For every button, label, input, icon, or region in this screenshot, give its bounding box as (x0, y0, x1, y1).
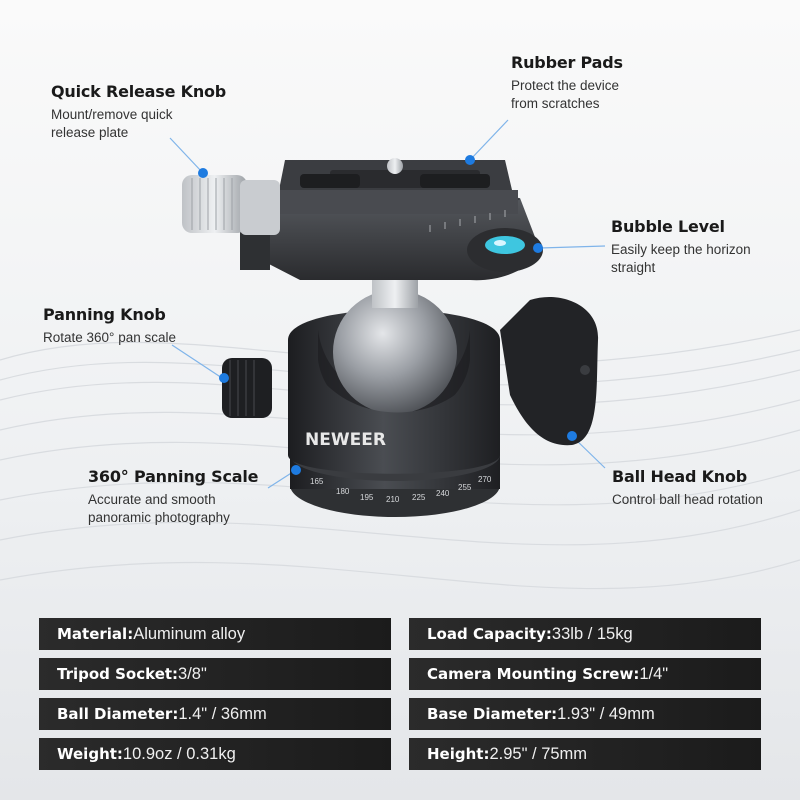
spec-base-diameter: Base Diameter: 1.93" / 49mm (409, 698, 761, 730)
callout-title: 360° Panning Scale (88, 467, 259, 486)
callout-title: Rubber Pads (511, 53, 623, 72)
scale-number: 210 (386, 495, 400, 504)
spec-load-capacity: Load Capacity: 33lb / 15kg (409, 618, 761, 650)
brand-logo: NEWEER (305, 430, 386, 450)
spec-tripod-socket: Tripod Socket: 3/8" (39, 658, 391, 690)
scale-number: 195 (360, 493, 374, 502)
callout-desc: Accurate and smooth panoramic photograph… (88, 492, 230, 525)
callout-desc: Protect the device from scratches (511, 78, 620, 111)
spec-height: Height: 2.95" / 75mm (409, 738, 761, 770)
scale-number: 255 (458, 483, 472, 492)
callout-dot (533, 243, 543, 253)
callout-desc: Easily keep the horizon straight (611, 242, 751, 275)
callout-desc: Mount/remove quick release plate (51, 107, 173, 140)
callout-panning-scale: 360° Panning Scale Accurate and smooth p… (88, 467, 258, 527)
callout-dot (198, 168, 208, 178)
callout-dot (291, 465, 301, 475)
spec-weight: Weight: 10.9oz / 0.31kg (39, 738, 391, 770)
scale-number: 240 (436, 489, 450, 498)
callout-title: Panning Knob (43, 305, 166, 324)
bubble-level-vial (485, 236, 525, 254)
spec-material: Material: Aluminum alloy (39, 618, 391, 650)
callout-title: Ball Head Knob (612, 467, 748, 486)
callout-ball-head-knob: Ball Head Knob Control ball head rotatio… (612, 467, 763, 509)
scale-number: 270 (478, 475, 492, 484)
callout-dot (465, 155, 475, 165)
callout-title: Bubble Level (611, 217, 725, 236)
callout-title: Quick Release Knob (51, 82, 227, 101)
callout-bubble-level: Bubble Level Easily keep the horizon str… (611, 217, 751, 277)
callout-dot (219, 373, 229, 383)
callout-rubber-pads: Rubber Pads Protect the device from scra… (511, 53, 623, 113)
callout-dot (567, 431, 577, 441)
scale-number: 165 (310, 477, 324, 486)
callout-desc: Control ball head rotation (612, 492, 763, 507)
callout-desc: Rotate 360° pan scale (43, 330, 176, 345)
ball-head-illustration: 165 180 195 210 225 240 255 270 NEWEER (169, 119, 606, 517)
callout-panning-knob: Panning Knob Rotate 360° pan scale (43, 305, 176, 347)
spec-ball-diameter: Ball Diameter: 1.4" / 36mm (39, 698, 391, 730)
spec-camera-mounting-screw: Camera Mounting Screw: 1/4" (409, 658, 761, 690)
scale-number: 180 (336, 487, 350, 496)
scale-number: 225 (412, 493, 426, 502)
callout-quick-release-knob: Quick Release Knob Mount/remove quick re… (51, 82, 226, 142)
spec-table: Material: Aluminum alloy Tripod Socket: … (0, 614, 800, 800)
